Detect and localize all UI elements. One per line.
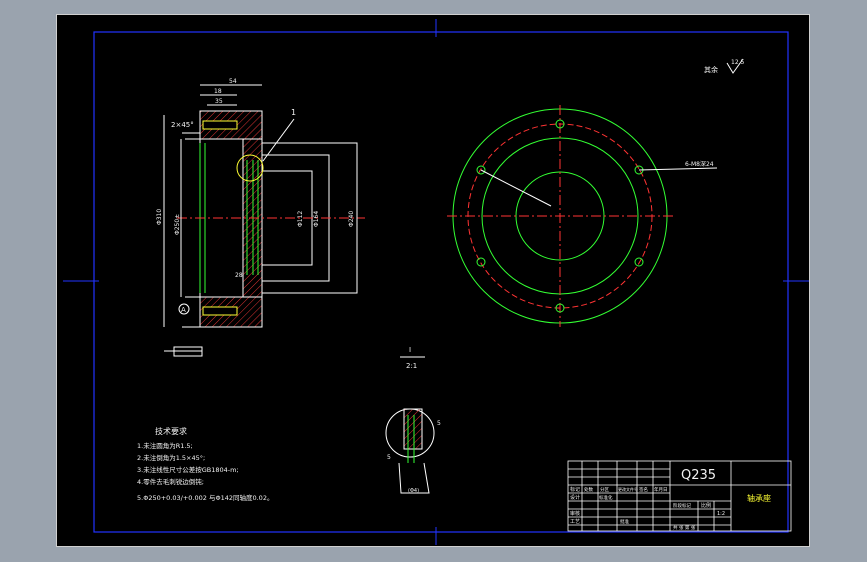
detail-dim-5: 5 [387,454,391,461]
dim-dia-outer: Φ310 [156,209,163,225]
title-col-count: 处数 [584,486,593,493]
hole-note: 6-M8深24 [685,160,714,168]
dim-leader-inner [480,169,552,207]
detail-hatch [403,408,423,450]
title-part-name: 轴承座 [747,493,771,503]
dim-dia-112: Φ112 [297,211,304,227]
dim-dia-fit: Φ250± [174,214,181,235]
title-std-label: 标准化 [599,494,613,501]
front-view: 6-M8深24 其余 12.5 [447,58,745,327]
title-row-mark: 标记 [570,486,580,493]
hole-note-leader [638,167,718,171]
datum-label: A [181,306,186,314]
roughness-note: 其余 [704,65,718,74]
hole-5 [476,257,486,267]
tech-line-3: 3.未注线性尺寸公差按GB1804-m; [137,465,239,474]
title-material: Q235 [681,468,716,483]
bolt-hole-bottom [202,306,238,316]
detail-label: I [409,346,411,354]
tolerance-frame [173,346,203,357]
title-col-zone: 分区 [600,486,609,493]
section-view: 1 54 18 35 2×45° Φ310 Φ250± Φ112 Φ164 Φ2… [156,78,365,357]
detail-bottom-note: (Φ4) [408,488,419,494]
dim-28: 28 [235,272,243,279]
title-col-sign: 签名 [639,486,648,493]
detail-taper [398,462,430,494]
dim-d1: 18 [214,88,222,95]
hole-1 [555,119,565,129]
title-block [567,460,792,532]
hole-6 [476,165,486,175]
tech-requirements: 技术要求 1.未注圆角为R1.5; 2.未注倒角为1.5×45°; 3.未注线性… [137,426,273,502]
roughness-symbol [726,58,744,74]
title-approve-label: 批准 [620,518,629,525]
roughness-value: 12.5 [731,59,745,66]
hole-4 [555,303,565,313]
inner-border [93,31,789,533]
tech-line-2: 2.未注倒角为1.5×45°; [137,453,205,462]
dim-dia-240: Φ240 [348,211,355,227]
datum-circle [178,303,190,315]
hole-3 [634,257,644,267]
dim-d2: 35 [215,98,223,105]
detail-view: I 2:1 5 5 (Φ4) [385,346,441,494]
tech-line-1: 1.未注圆角为R1.5; [137,441,193,450]
title-sheet-label: 共 张 第 张 [673,524,696,531]
title-row-review: 审核 [570,510,580,517]
dim-dia-164: Φ164 [313,211,320,227]
title-col-docno: 更改文件号 [618,486,638,492]
tech-line-5: 5.Φ250+0.03/+0.002 与Φ142同轴度0.02。 [137,493,273,502]
detail-circle [236,154,264,182]
drawing-canvas: 1 54 18 35 2×45° Φ310 Φ250± Φ112 Φ164 Φ2… [63,19,809,545]
detail-scale: 2:1 [406,362,417,370]
title-col-date: 年月日 [654,486,668,493]
bolt-hole-top [202,120,238,130]
callout-leader [262,118,295,162]
title-scale-value: 1:2 [717,511,725,517]
title-scale-label: 比例 [701,502,711,509]
dim-chamfer: 2×45° [171,121,194,129]
title-row-process: 工艺 [570,519,580,525]
drawing-sheet: 1 54 18 35 2×45° Φ310 Φ250± Φ112 Φ164 Φ2… [56,14,810,547]
detail-dim-5b: 5 [437,420,441,427]
title-stage-label: 阶段标记 [673,502,691,509]
title-row-design: 设计 [570,494,580,501]
tech-line-4: 4.零件去毛刺锐边倒钝; [137,477,204,486]
outline-left [182,132,201,328]
dim-width-total: 54 [229,78,237,85]
tech-title: 技术要求 [155,426,187,436]
callout-label: 1 [291,108,296,117]
